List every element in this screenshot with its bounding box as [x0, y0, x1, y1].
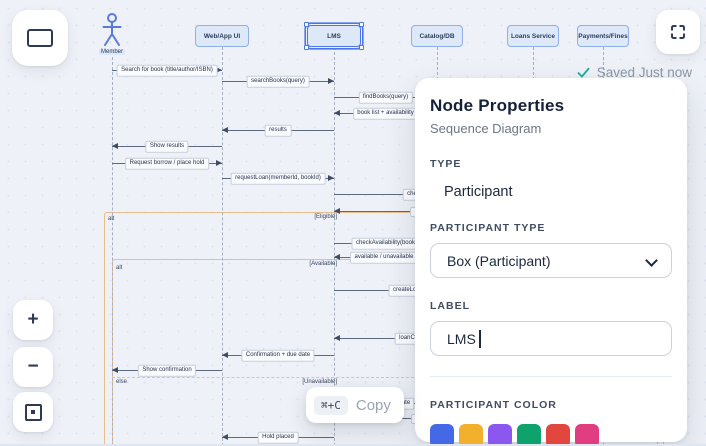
lifeline-member — [112, 57, 113, 446]
message-label[interactable]: searchBooks(query) — [246, 75, 310, 88]
message-label[interactable]: Hold placed — [257, 431, 299, 444]
copy-label: Copy — [355, 396, 391, 414]
shortcut-keycap: ⌘+C — [314, 395, 348, 415]
message-label[interactable]: Confirmation + due date — [241, 349, 315, 362]
participant-type-section-label: PARTICIPANT TYPE — [430, 222, 546, 234]
fragment-guard: [Eligible] — [314, 214, 337, 220]
zoom-out-button[interactable]: − — [13, 347, 53, 387]
color-swatch[interactable] — [546, 424, 570, 446]
participant-lms[interactable]: LMS — [304, 22, 364, 50]
participant-label: Web/App UI — [203, 32, 241, 40]
fragment-else-label: else — [116, 379, 128, 385]
arrowhead — [112, 367, 118, 373]
save-status-text: Saved Just now — [596, 65, 692, 80]
color-swatch[interactable] — [430, 424, 454, 446]
message-label[interactable]: Request borrow / place hold — [125, 157, 209, 170]
arrowhead — [222, 352, 228, 358]
save-status: Saved Just now — [576, 65, 692, 80]
arrowhead — [216, 67, 222, 73]
selection-handle[interactable] — [359, 22, 364, 27]
arrowhead — [222, 434, 228, 440]
participant-web-app-ui[interactable]: Web/App UI — [195, 25, 249, 47]
participant-payments-fines[interactable]: Payments/Fines — [577, 25, 629, 47]
text-caret — [479, 330, 481, 348]
selection-handle[interactable] — [304, 22, 309, 27]
lifeline-lms — [334, 47, 335, 446]
message-label[interactable]: Show results — [145, 140, 189, 153]
check-icon — [577, 67, 590, 78]
arrowhead — [334, 208, 340, 214]
arrowhead — [334, 254, 340, 260]
copy-tooltip[interactable]: ⌘+C Copy — [306, 387, 404, 423]
arrowhead — [216, 160, 222, 166]
participant-label: Payments/Fines — [578, 32, 628, 40]
lifeline-web-app-ui — [222, 47, 223, 446]
arrowhead — [334, 110, 340, 116]
panel-title: Node Properties — [430, 96, 565, 115]
participant-label: Catalog/DB — [419, 32, 455, 40]
participant-actor-member[interactable] — [101, 13, 123, 54]
message-label[interactable]: Show confirmation — [137, 364, 197, 377]
minus-icon: − — [27, 356, 39, 377]
color-swatch-row — [430, 424, 672, 446]
plus-icon: + — [27, 309, 39, 330]
node-properties-panel: Node Properties Sequence Diagram TYPE Pa… — [415, 78, 687, 446]
color-swatch[interactable] — [488, 424, 512, 446]
participant-label: Member — [98, 49, 126, 55]
fragment-operator-label: alt — [116, 265, 123, 271]
fullscreen-button[interactable] — [656, 10, 700, 54]
arrowhead — [222, 127, 228, 133]
arrowhead — [112, 143, 118, 149]
panel-divider — [430, 376, 672, 377]
panel-subtitle: Sequence Diagram — [430, 121, 542, 136]
participant-label: Loans Service — [510, 32, 556, 40]
fragment-else-divider — [112, 377, 658, 378]
fragment-operator-label: alt — [108, 216, 115, 222]
fullscreen-expand-icon — [671, 25, 685, 39]
fragment-guard: [Unavailable] — [302, 379, 337, 385]
arrowhead — [328, 175, 334, 181]
participant-label: LMS — [327, 32, 341, 40]
fragment-guard: [Available] — [309, 261, 337, 267]
message-label[interactable]: results — [264, 124, 292, 137]
type-section-label: TYPE — [430, 158, 462, 170]
participant-type-dropdown[interactable]: Box (Participant) — [431, 252, 671, 269]
selection-handle[interactable] — [359, 45, 364, 50]
fit-view-button[interactable] — [13, 392, 53, 432]
color-swatch[interactable] — [459, 424, 483, 446]
node-tool-button[interactable] — [12, 10, 68, 66]
message-label[interactable]: requestLoan(memberId, bookId) — [230, 172, 326, 185]
label-field-wrap[interactable] — [430, 321, 672, 356]
arrowhead — [334, 335, 340, 341]
rectangle-node-icon — [27, 29, 53, 47]
label-input[interactable] — [431, 330, 671, 347]
arrowhead — [328, 78, 334, 84]
message-label[interactable]: Search for book (title/author/ISBN) — [116, 64, 218, 77]
message-label[interactable]: book list + availability — [352, 107, 419, 120]
participant-catalog-db[interactable]: Catalog/DB — [411, 25, 463, 47]
color-swatch[interactable] — [517, 424, 541, 446]
label-section-label: LABEL — [430, 300, 470, 312]
zoom-in-button[interactable]: + — [13, 300, 53, 340]
participant-loans-service[interactable]: Loans Service — [507, 25, 559, 47]
participant-color-section-label: PARTICIPANT COLOR — [430, 399, 557, 411]
participant-type-select[interactable]: Box (Participant) — [430, 243, 672, 278]
selection-handle[interactable] — [304, 45, 309, 50]
color-swatch[interactable] — [575, 424, 599, 446]
fit-view-icon — [24, 403, 42, 421]
type-value: Participant — [444, 184, 513, 200]
message-label[interactable]: available / unavailable — [349, 251, 419, 264]
message-label[interactable]: findBooks(query) — [358, 91, 413, 104]
